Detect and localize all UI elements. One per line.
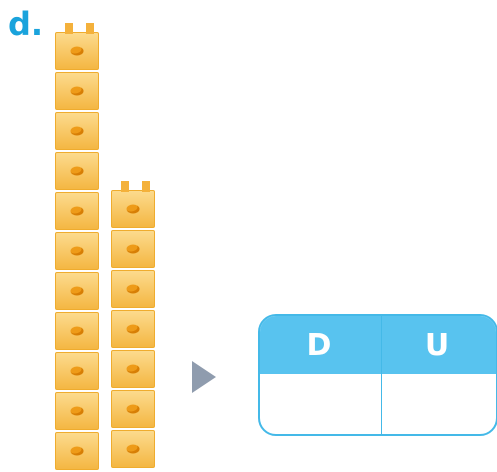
cube xyxy=(111,310,155,348)
cube xyxy=(55,392,99,430)
cube xyxy=(111,270,155,308)
table-divider xyxy=(381,316,382,434)
cube xyxy=(111,430,155,468)
cube xyxy=(55,152,99,190)
header-tens: D xyxy=(260,316,378,374)
cube xyxy=(111,350,155,388)
table-body xyxy=(260,374,496,436)
play-arrow-icon xyxy=(192,361,216,393)
tower-left xyxy=(55,32,99,472)
header-units: U xyxy=(378,316,496,374)
cube-stack-right xyxy=(111,190,155,468)
cube xyxy=(55,232,99,270)
cube xyxy=(55,352,99,390)
cube xyxy=(55,192,99,230)
cube xyxy=(111,230,155,268)
table-header: D U xyxy=(260,316,496,374)
cube xyxy=(111,190,155,228)
tens-units-table: D U xyxy=(258,314,497,436)
units-answer-cell[interactable] xyxy=(378,374,496,436)
cube xyxy=(111,390,155,428)
tower-right xyxy=(111,190,155,470)
tens-answer-cell[interactable] xyxy=(260,374,378,436)
cube xyxy=(55,112,99,150)
exercise-label: d. xyxy=(8,8,43,40)
cube xyxy=(55,312,99,350)
cube xyxy=(55,72,99,110)
cube xyxy=(55,272,99,310)
cube-stack-left xyxy=(55,32,99,470)
cube xyxy=(55,32,99,70)
